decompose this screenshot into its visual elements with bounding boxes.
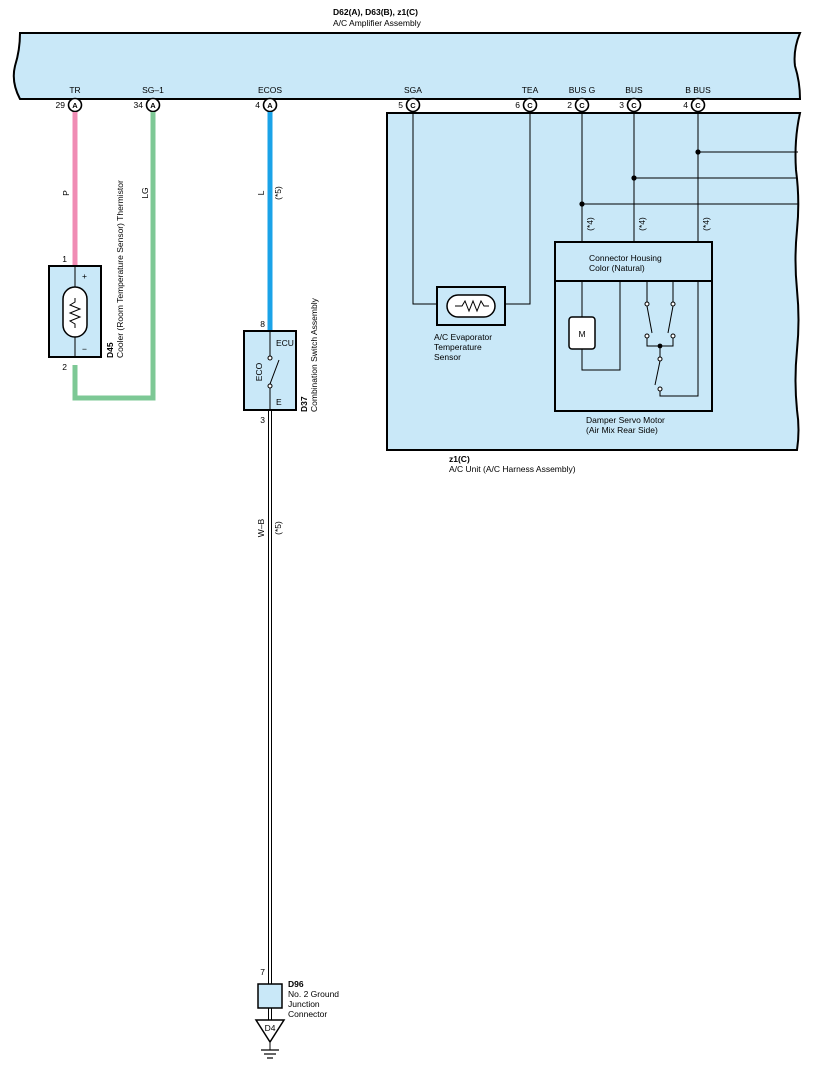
evap-line3: Sensor bbox=[434, 352, 461, 362]
terminal-name: B BUS bbox=[685, 85, 711, 95]
wire-color-label: LG bbox=[140, 187, 150, 198]
unit-code: z1(C) bbox=[449, 454, 470, 464]
ecu-label: ECU bbox=[276, 338, 294, 348]
connector-circle bbox=[67, 97, 83, 113]
d96-box bbox=[257, 983, 283, 1009]
wire-pink-tr: P bbox=[61, 112, 78, 265]
terminal-pin: 4 bbox=[255, 100, 260, 110]
connector-letter: C bbox=[631, 101, 637, 110]
terminal-pin: 2 bbox=[567, 100, 572, 110]
connector-circle bbox=[626, 97, 642, 113]
connector-circle bbox=[690, 97, 706, 113]
pin-label: 3 bbox=[260, 415, 265, 425]
evap-line2: Temperature bbox=[434, 342, 482, 352]
unit-name: A/C Unit (A/C Harness Assembly) bbox=[449, 464, 576, 474]
eco-label: ECO bbox=[254, 362, 264, 381]
wire-color-label: L bbox=[256, 190, 266, 195]
wire-color-label: W–B bbox=[256, 518, 266, 537]
thermistor-icon bbox=[62, 286, 88, 338]
terminal-name: TEA bbox=[522, 85, 539, 95]
wire-wb-ground: W–B (*5) bbox=[256, 410, 283, 984]
d45-name: Cooler (Room Temperature Sensor) Thermis… bbox=[115, 180, 125, 358]
amplifier-code: D62(A), D63(B), z1(C) bbox=[333, 7, 418, 17]
terminal-pin: 3 bbox=[619, 100, 624, 110]
ground-point-label: D4 bbox=[265, 1023, 276, 1033]
terminal-pin: 4 bbox=[683, 100, 688, 110]
ground-point-icon bbox=[254, 1019, 286, 1044]
d96-line3: Connector bbox=[288, 1009, 327, 1019]
connector-circle bbox=[262, 97, 278, 113]
d45-thermistor: 1 + − 2 D45 Cooler (Room Temperature Sen… bbox=[48, 180, 125, 372]
motor-label: M bbox=[578, 329, 585, 339]
amplifier-assembly: D62(A), D63(B), z1(C) A/C Amplifier Asse… bbox=[12, 7, 802, 100]
damper-box bbox=[554, 241, 713, 412]
e-label: E bbox=[276, 397, 282, 407]
housing-line2: Color (Natural) bbox=[589, 263, 645, 273]
terminal-name: TR bbox=[69, 85, 80, 95]
terminal-tea: TEA 6 C bbox=[515, 85, 539, 113]
d96-line2: Junction bbox=[288, 999, 320, 1009]
terminal-sga: SGA 5 C bbox=[398, 85, 422, 113]
connector-letter: C bbox=[579, 101, 585, 110]
terminal-name: SG–1 bbox=[142, 85, 164, 95]
wire-note-label: (*5) bbox=[273, 186, 283, 200]
d96-code: D96 bbox=[288, 979, 304, 989]
amplifier-name: A/C Amplifier Assembly bbox=[333, 18, 422, 28]
ground-symbol-d4: D4 bbox=[254, 1019, 286, 1059]
terminal-tr: TR 29 A bbox=[56, 85, 83, 113]
connector-letter: C bbox=[410, 101, 416, 110]
terminal-b-bus: B BUS 4 C bbox=[683, 85, 711, 113]
connector-circle bbox=[145, 97, 161, 113]
plus-sign: + bbox=[82, 271, 87, 281]
pin-label: 2 bbox=[62, 362, 67, 372]
wire-color-label: P bbox=[61, 190, 71, 196]
connector-letter: C bbox=[527, 101, 533, 110]
damper-servo-motor: Connector Housing Color (Natural) M Damp… bbox=[554, 241, 713, 435]
connector-letter: A bbox=[267, 101, 273, 110]
d45-code: D45 bbox=[105, 342, 115, 358]
terminal-name: BUS G bbox=[569, 85, 595, 95]
housing-line1: Connector Housing bbox=[589, 253, 662, 263]
d37-name: Combination Switch Assembly bbox=[309, 297, 319, 412]
terminal-name: BUS bbox=[625, 85, 643, 95]
pin-label: 7 bbox=[260, 967, 265, 977]
terminal-name: ECOS bbox=[258, 85, 282, 95]
connector-circle bbox=[405, 97, 421, 113]
terminal-pin: 6 bbox=[515, 100, 520, 110]
pin-label: 1 bbox=[62, 254, 67, 264]
evap-line1: A/C Evaporator bbox=[434, 332, 492, 342]
connector-letter: A bbox=[150, 101, 156, 110]
d37-combination-switch: 8 ECU E ECO 3 D37 Combination Switch Ass… bbox=[243, 297, 319, 425]
terminal-ecos: ECOS 4 A bbox=[255, 85, 282, 113]
pin-label: 8 bbox=[260, 319, 265, 329]
terminal-pin: 34 bbox=[134, 100, 144, 110]
wire-note-label: (*4) bbox=[701, 217, 711, 231]
connector-letter: A bbox=[72, 101, 78, 110]
connector-circle bbox=[522, 97, 538, 113]
d37-code: D37 bbox=[299, 396, 309, 412]
d96-line1: No. 2 Ground bbox=[288, 989, 339, 999]
unit-internal-wiring: (*4) (*4) (*4) bbox=[412, 112, 799, 305]
terminal-bus-g: BUS G 2 C bbox=[567, 85, 595, 113]
d96-junction-connector: 7 D96 No. 2 Ground Junction Connector bbox=[257, 967, 339, 1020]
wire-blue-ecos: L (*5) bbox=[256, 112, 283, 330]
terminal-pin: 5 bbox=[398, 100, 403, 110]
connector-letter: C bbox=[695, 101, 701, 110]
wire-note-label: (*4) bbox=[585, 217, 595, 231]
minus-sign: − bbox=[82, 344, 87, 354]
wire-green-sg1: LG bbox=[72, 112, 156, 401]
wire-note-label: (*5) bbox=[273, 521, 283, 535]
connector-circle bbox=[574, 97, 590, 113]
damper-line2: (Air Mix Rear Side) bbox=[586, 425, 658, 435]
wire-note-label: (*4) bbox=[637, 217, 647, 231]
terminal-bus: BUS 3 C bbox=[619, 85, 643, 113]
terminal-name: SGA bbox=[404, 85, 422, 95]
evaporator-temperature-sensor: A/C Evaporator Temperature Sensor bbox=[434, 286, 506, 362]
terminal-pin: 29 bbox=[56, 100, 66, 110]
terminal-sg1: SG–1 34 A bbox=[134, 85, 164, 113]
damper-line1: Damper Servo Motor bbox=[586, 415, 665, 425]
